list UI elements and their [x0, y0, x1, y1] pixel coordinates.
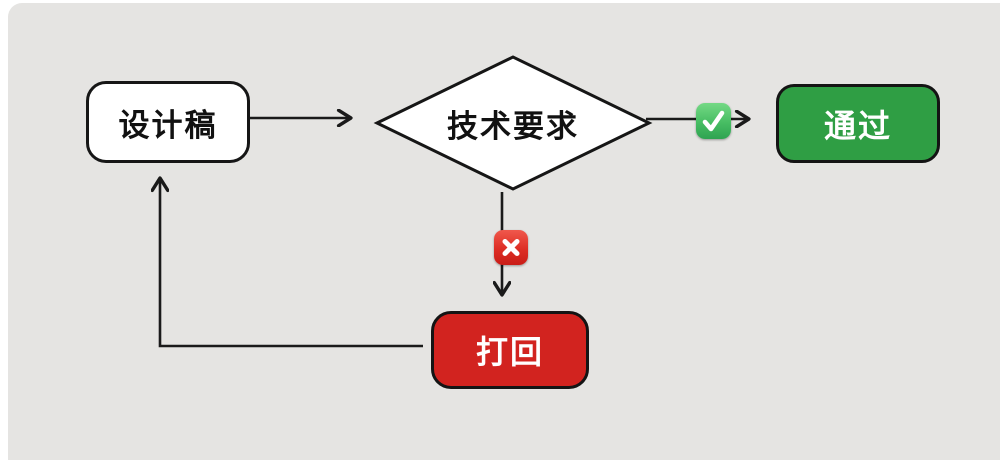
node-pass: 通过: [776, 84, 940, 163]
node-design-draft-label: 设计稿: [118, 107, 218, 143]
node-reject: 打回: [431, 311, 589, 389]
node-decision: 技术要求: [373, 53, 653, 193]
node-design-draft: 设计稿: [86, 81, 250, 163]
check-icon: [696, 103, 731, 139]
edge-reject-to-design: [160, 179, 423, 348]
diagram-canvas: 设计稿 技术要求 通过 打回: [8, 3, 1000, 460]
cross-icon: [494, 230, 528, 265]
diamond-shape: [373, 55, 653, 191]
node-pass-label: 通过: [823, 107, 892, 144]
node-decision-label: 技术要求: [447, 108, 579, 144]
node-reject-label: 打回: [475, 334, 544, 370]
